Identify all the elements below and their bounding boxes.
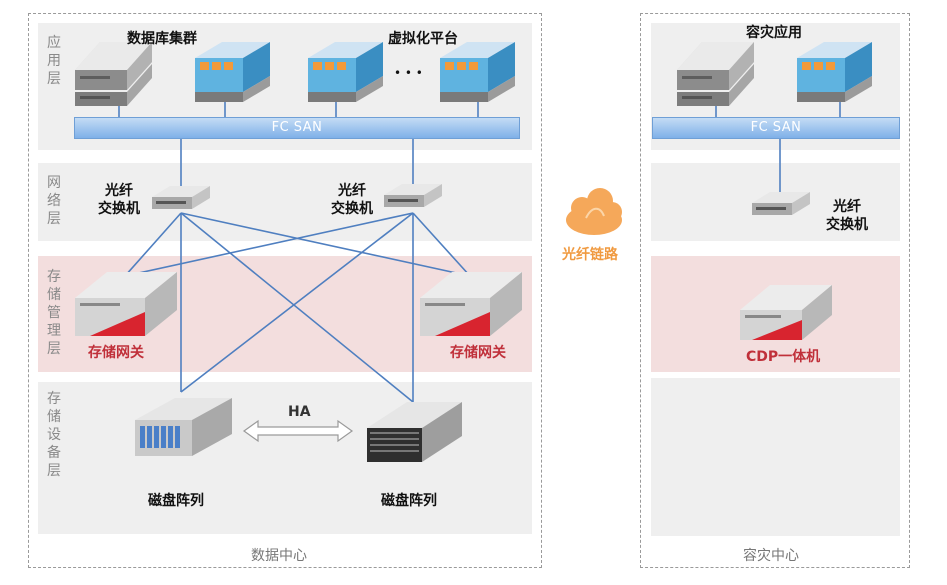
switch-left-label: 光纤 交换机: [98, 183, 140, 217]
drcenter-frame: [640, 13, 910, 568]
virtualization-platform-label: 虚拟化平台: [388, 31, 458, 47]
datacenter-caption: 数据中心: [251, 548, 307, 564]
dr-storage-dev-layer-band: [651, 378, 900, 536]
database-cluster-label: 数据库集群: [127, 31, 197, 47]
disk-array-right-label: 磁盘阵列: [381, 493, 437, 509]
cdp-appliance-label: CDP一体机: [746, 349, 821, 365]
fc-san-bar: FC SAN: [74, 117, 520, 139]
layer-label-network: 网络层: [47, 175, 61, 227]
network-layer-band: [38, 163, 532, 241]
gateway-left-label: 存储网关: [88, 345, 144, 361]
dr-switch-label: 光纤 交换机: [826, 199, 868, 233]
dr-app-label: 容灾应用: [746, 25, 802, 41]
fiber-link-label: 光纤链路: [562, 247, 618, 263]
switch-right-label: 光纤 交换机: [331, 183, 373, 217]
ha-label: HA: [288, 404, 311, 420]
layer-label-app: 应用层: [47, 35, 61, 87]
more-hosts-ellipsis: • • •: [394, 66, 423, 80]
datacenter-frame: [28, 13, 542, 568]
dr-fc-san-bar: FC SAN: [652, 117, 900, 139]
layer-label-storage-dev: 存储设备层: [47, 391, 61, 479]
layer-label-storage-mgmt: 存储管理层: [47, 269, 61, 357]
gateway-right-label: 存储网关: [450, 345, 506, 361]
drcenter-caption: 容灾中心: [743, 548, 799, 564]
disk-array-left-label: 磁盘阵列: [148, 493, 204, 509]
